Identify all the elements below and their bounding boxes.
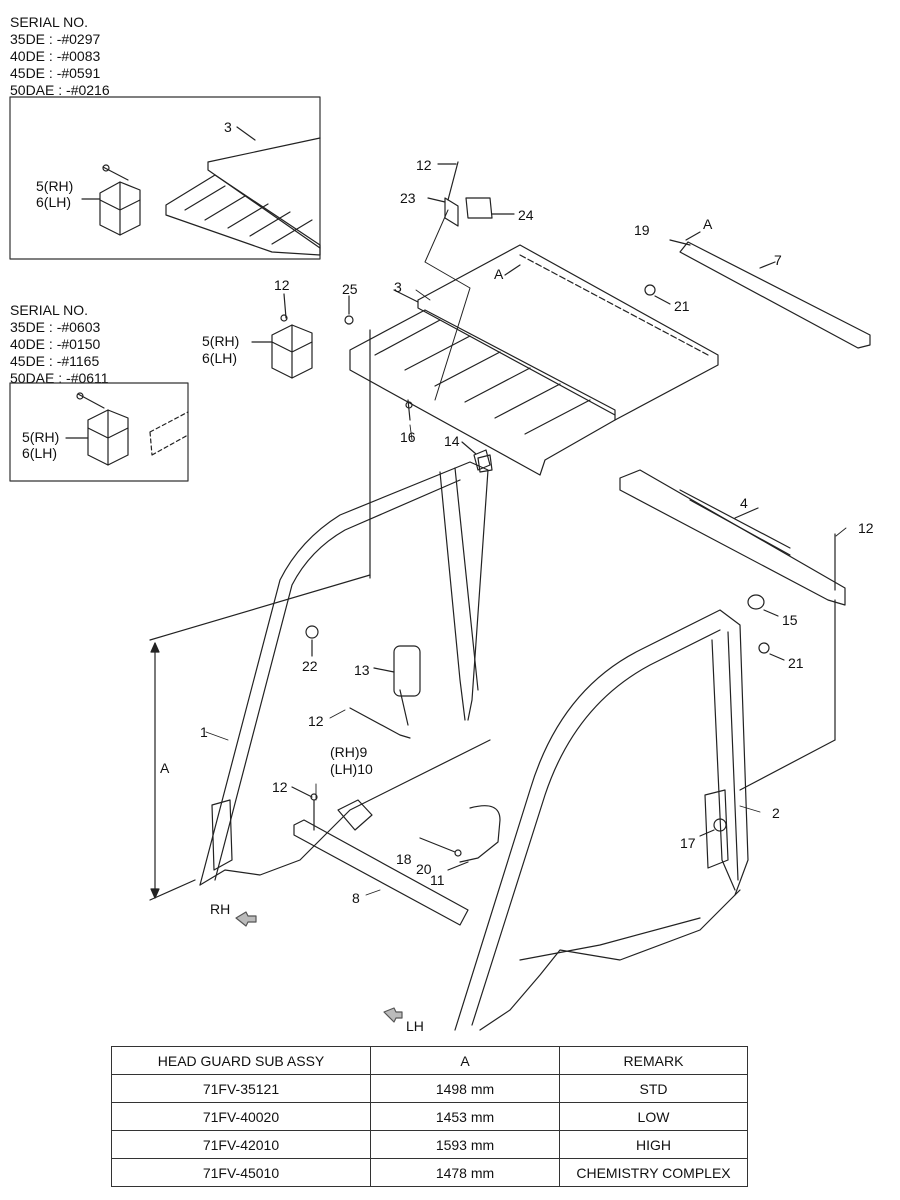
callout-12: 12 bbox=[274, 277, 290, 293]
serial-line: 35DE : -#0603 bbox=[10, 319, 101, 335]
table-row: 71FV-45010 1478 mm CHEMISTRY COMPLEX bbox=[111, 1158, 748, 1187]
lh-arrow-icon bbox=[383, 1007, 403, 1023]
serial-block-1: SERIAL NO. 35DE : -#0297 40DE : -#0083 4… bbox=[10, 14, 110, 99]
callout-11: 11 bbox=[430, 872, 445, 888]
callout-21: 21 bbox=[788, 655, 804, 671]
serial-line: 50DAE : -#0216 bbox=[10, 82, 110, 98]
table-row: 71FV-40020 1453 mm LOW bbox=[111, 1102, 748, 1131]
handle-11 bbox=[419, 805, 501, 871]
serial-title: SERIAL NO. bbox=[10, 14, 89, 30]
table-row: 71FV-42010 1593 mm HIGH bbox=[111, 1130, 748, 1159]
callout-10-lh: (LH)10 bbox=[330, 761, 373, 777]
callout-16: 16 bbox=[400, 429, 416, 445]
frame-right bbox=[454, 609, 749, 1031]
callout-9-rh: (RH)9 bbox=[330, 744, 368, 760]
table-cell: 71FV-45010 bbox=[111, 1158, 371, 1187]
callout-labels: 3 5(RH) 6(LH) 12 23 24 19 A 7 A 21 12 25… bbox=[22, 119, 874, 1034]
table-cell: LOW bbox=[559, 1102, 748, 1131]
table-header-cell: HEAD GUARD SUB ASSY bbox=[111, 1046, 371, 1075]
dimension-a-label: A bbox=[160, 760, 170, 776]
callout-15: 15 bbox=[782, 612, 798, 628]
table-cell: 1478 mm bbox=[370, 1158, 560, 1187]
table-cell: STD bbox=[559, 1074, 748, 1103]
callout-12: 12 bbox=[308, 713, 324, 729]
callout-ref-a: A bbox=[703, 216, 713, 232]
table-cell: 1593 mm bbox=[370, 1130, 560, 1159]
table-cell: 71FV-35121 bbox=[111, 1074, 371, 1103]
direction-arrows bbox=[235, 911, 403, 1023]
callout-22: 22 bbox=[302, 658, 318, 674]
serial-line: 40DE : -#0083 bbox=[10, 48, 101, 64]
serial-title: SERIAL NO. bbox=[10, 302, 89, 318]
roof-grid bbox=[349, 244, 719, 476]
callout-ref-a: A bbox=[494, 266, 504, 282]
bar-8 bbox=[291, 786, 469, 926]
callout-19: 19 bbox=[634, 222, 650, 238]
frame-left bbox=[199, 454, 493, 886]
rh-arrow-icon bbox=[235, 911, 257, 927]
callout-3: 3 bbox=[224, 119, 232, 135]
callout-13: 13 bbox=[354, 662, 370, 678]
callout-6-lh: 6(LH) bbox=[202, 350, 237, 366]
table-header-cell: REMARK bbox=[559, 1046, 748, 1075]
callout-3: 3 bbox=[394, 279, 402, 295]
bracket-5-6 bbox=[251, 293, 354, 379]
callout-5-rh: 5(RH) bbox=[36, 178, 73, 194]
callout-12: 12 bbox=[858, 520, 874, 536]
table-row: 71FV-35121 1498 mm STD bbox=[111, 1074, 748, 1103]
callout-14: 14 bbox=[444, 433, 460, 449]
serial-line: 40DE : -#0150 bbox=[10, 336, 101, 352]
callout-2: 2 bbox=[772, 805, 780, 821]
callout-23: 23 bbox=[400, 190, 416, 206]
callout-8: 8 bbox=[352, 890, 360, 906]
dimension-a bbox=[149, 329, 371, 901]
small-parts bbox=[305, 399, 785, 837]
callout-6-lh: 6(LH) bbox=[22, 445, 57, 461]
callout-18: 18 bbox=[396, 851, 412, 867]
inset-detail-2 bbox=[9, 382, 189, 482]
table-cell: 71FV-42010 bbox=[111, 1130, 371, 1159]
table-cell: 71FV-40020 bbox=[111, 1102, 371, 1131]
callout-12: 12 bbox=[416, 157, 432, 173]
callout-5-rh: 5(RH) bbox=[202, 333, 239, 349]
direction-lh-label: LH bbox=[406, 1018, 424, 1034]
callout-6-lh: 6(LH) bbox=[36, 194, 71, 210]
callout-4: 4 bbox=[740, 495, 748, 511]
beam-4 bbox=[619, 469, 846, 791]
direction-rh-label: RH bbox=[210, 901, 230, 917]
callout-25: 25 bbox=[342, 281, 358, 297]
callout-5-rh: 5(RH) bbox=[22, 429, 59, 445]
serial-line: 50DAE : -#0611 bbox=[10, 370, 109, 386]
table-cell: CHEMISTRY COMPLEX bbox=[559, 1158, 748, 1187]
callout-21: 21 bbox=[674, 298, 690, 314]
inset-detail-1 bbox=[9, 96, 321, 260]
leader-lines bbox=[205, 289, 847, 896]
serial-block-2: SERIAL NO. 35DE : -#0603 40DE : -#0150 4… bbox=[10, 302, 109, 387]
serial-line: 45DE : -#1165 bbox=[10, 353, 100, 369]
callout-7: 7 bbox=[774, 252, 782, 268]
table-cell: 1453 mm bbox=[370, 1102, 560, 1131]
rail-7 bbox=[644, 231, 871, 349]
callout-1: 1 bbox=[200, 724, 208, 740]
callout-17: 17 bbox=[680, 835, 696, 851]
callout-24: 24 bbox=[518, 207, 534, 223]
serial-line: 35DE : -#0297 bbox=[10, 31, 101, 47]
table-cell: HIGH bbox=[559, 1130, 748, 1159]
parts-diagram: 3 5(RH) 6(LH) 12 23 24 19 A 7 A 21 12 25… bbox=[9, 96, 874, 1034]
callout-12: 12 bbox=[272, 779, 288, 795]
table-header-row: HEAD GUARD SUB ASSY A REMARK bbox=[111, 1046, 748, 1075]
table-cell: 1498 mm bbox=[370, 1074, 560, 1103]
table-header-cell: A bbox=[370, 1046, 560, 1075]
spec-table: HEAD GUARD SUB ASSY A REMARK 71FV-35121 … bbox=[111, 1046, 748, 1187]
callout-20: 20 bbox=[416, 861, 432, 877]
parts-12-23-24 bbox=[424, 161, 515, 401]
mirror-13 bbox=[349, 645, 421, 739]
serial-line: 45DE : -#0591 bbox=[10, 65, 101, 81]
